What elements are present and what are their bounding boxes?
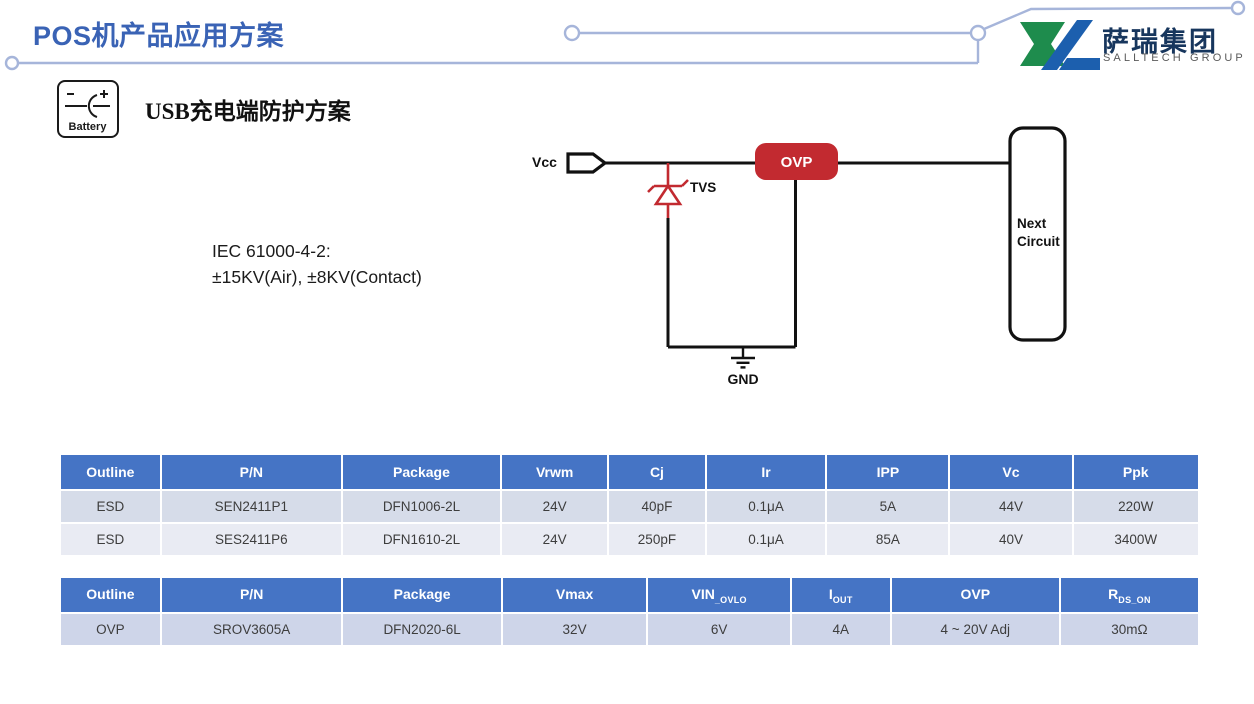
col-rdson: RDS_ON [1060,578,1198,612]
col-vin-ovlo: VIN_OVLO [648,578,790,612]
cell: 0.1μA [706,491,826,522]
cell: 250pF [609,524,705,555]
cell: 4A [791,614,890,645]
col-ipp: IPP [827,455,949,489]
cell: SROV3605A [161,614,342,645]
ovp-block [755,143,838,180]
cell: 40pF [609,491,705,522]
gnd-label: GND [727,371,758,387]
col-ppk: Ppk [1073,455,1198,489]
ground-icon [731,347,755,369]
col-iout: IOUT [791,578,890,612]
cell: 4 ~ 20V Adj [891,614,1059,645]
cell: 44V [950,491,1072,522]
circuit-diagram: Vcc TVS OVP GND Next Circuit [532,126,1067,387]
cell: 85A [827,524,949,555]
cell: 0.1μA [706,524,826,555]
next-circuit-label-line2: Circuit [1017,234,1060,249]
cell: SEN2411P1 [161,491,341,522]
col-vc: Vc [950,455,1072,489]
cell: DFN1610-2L [343,524,500,555]
cell: SES2411P6 [161,524,341,555]
col-outline: Outline [61,578,160,612]
col-vrwm: Vrwm [501,455,608,489]
cell: ESD [61,491,160,522]
salltech-logo-icon [1020,20,1100,70]
cell: 32V [502,614,647,645]
vcc-label: Vcc [532,154,557,170]
decor-lines [4,0,1246,71]
page-title: POS机产品应用方案 [33,21,285,51]
cell: 220W [1073,491,1198,522]
next-circuit-block [1008,126,1067,342]
logo-company-subtitle: SALLTECH GROUP [1103,52,1246,64]
cell: OVP [61,614,160,645]
tvs-diode-icon [647,163,689,347]
cell: ESD [61,524,160,555]
table-row: ESD SES2411P6 DFN1610-2L 24V 250pF 0.1μA… [61,524,1198,555]
battery-icon: Battery [57,80,119,138]
battery-label: Battery [69,121,108,133]
col-pn: P/N [161,578,342,612]
cell: 30mΩ [1060,614,1198,645]
cell: 5A [827,491,949,522]
vcc-connector [566,152,608,174]
col-ir: Ir [706,455,826,489]
col-ovp: OVP [891,578,1059,612]
col-pn: P/N [161,455,341,489]
cell: 3400W [1073,524,1198,555]
cell: 24V [501,524,608,555]
col-package: Package [343,578,501,612]
col-package: Package [343,455,500,489]
battery-symbol-icon: Battery [65,90,110,133]
iec-line2: ±15KV(Air), ±8KV(Contact) [212,267,422,288]
col-outline: Outline [61,455,160,489]
next-circuit-label-line1: Next [1017,216,1047,231]
col-cj: Cj [609,455,705,489]
iec-line1: IEC 61000-4-2: [212,241,331,261]
ovp-spec-table: Outline P/N Package Vmax VIN_OVLO IOUT O… [59,576,1200,647]
ovp-header-row: Outline P/N Package Vmax VIN_OVLO IOUT O… [61,578,1198,612]
cell: 24V [501,491,608,522]
esd-spec-table: Outline P/N Package Vrwm Cj Ir IPP Vc Pp… [59,453,1200,557]
cell: 40V [950,524,1072,555]
ovp-label: OVP [781,154,813,171]
esd-header-row: Outline P/N Package Vrwm Cj Ir IPP Vc Pp… [61,455,1198,489]
cell: DFN2020-6L [343,614,501,645]
table-row: OVP SROV3605A DFN2020-6L 32V 6V 4A 4 ~ 2… [61,614,1198,645]
table-row: ESD SEN2411P1 DFN1006-2L 24V 40pF 0.1μA … [61,491,1198,522]
tvs-label: TVS [690,180,716,195]
iec-standard-note: IEC 61000-4-2: ±15KV(Air), ±8KV(Contact) [212,238,422,291]
cell: 6V [648,614,790,645]
col-vmax: Vmax [502,578,647,612]
logo-company-name: 萨瑞集团 [1102,27,1218,57]
cell: DFN1006-2L [343,491,500,522]
section-heading: USB充电端防护方案 [145,99,351,124]
